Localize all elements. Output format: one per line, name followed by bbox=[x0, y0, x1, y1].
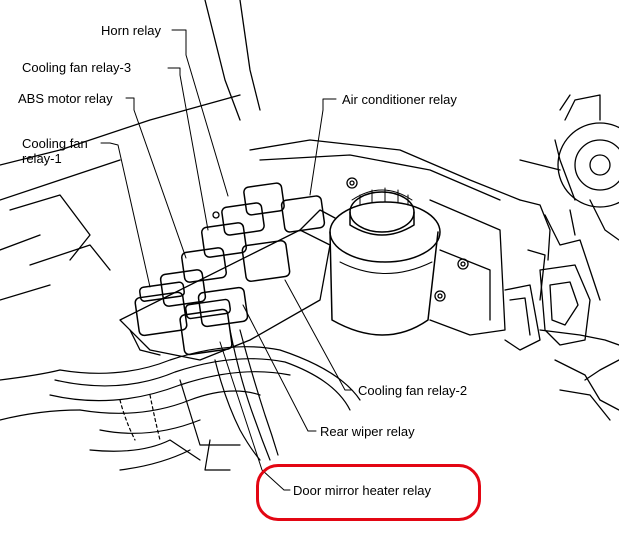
label-cooling-fan-relay-2: Cooling fan relay-2 bbox=[358, 383, 468, 398]
body-panel-lines bbox=[0, 0, 561, 336]
wire-harness bbox=[0, 329, 361, 471]
label-rear-wiper-relay: Rear wiper relay bbox=[320, 424, 415, 439]
label-cooling-fan-relay-3: Cooling fan relay-3 bbox=[22, 60, 132, 75]
right-component-cluster bbox=[504, 94, 619, 421]
relay-horn bbox=[201, 222, 247, 258]
label-door-mirror-heater-relay: Door mirror heater relay bbox=[293, 483, 431, 498]
relay-block-base bbox=[119, 209, 336, 361]
label-air-conditioner-relay: Air conditioner relay bbox=[342, 92, 457, 107]
label-abs-motor-relay: ABS motor relay bbox=[18, 91, 113, 106]
leader-rear-wiper-relay bbox=[242, 304, 317, 432]
relay-door-mirror-heater bbox=[179, 308, 233, 356]
leader-horn-relay bbox=[171, 29, 229, 197]
relay-cooling-fan-2 bbox=[241, 240, 291, 282]
relay-cooling-fan-3 bbox=[181, 247, 227, 283]
relay-air-conditioner bbox=[280, 195, 326, 233]
reservoir-tank bbox=[329, 187, 441, 336]
bolts bbox=[212, 177, 469, 302]
relay-abs-motor bbox=[159, 269, 207, 307]
relay-cooling-fan-1 bbox=[134, 291, 188, 337]
leader-cooling-fan-relay-3 bbox=[167, 67, 209, 231]
leader-cooling-fan-relay-1 bbox=[100, 142, 151, 288]
door-mirror-heater-highlight-box bbox=[256, 464, 481, 521]
leader-abs-motor-relay bbox=[125, 97, 187, 259]
label-cooling-fan-relay-1: Cooling fan relay-1 bbox=[22, 136, 88, 166]
leader-air-conditioner-relay bbox=[309, 98, 337, 196]
relay-boxes bbox=[134, 182, 326, 356]
leader-cooling-fan-relay-2 bbox=[284, 279, 353, 391]
label-horn-relay: Horn relay bbox=[101, 23, 161, 38]
